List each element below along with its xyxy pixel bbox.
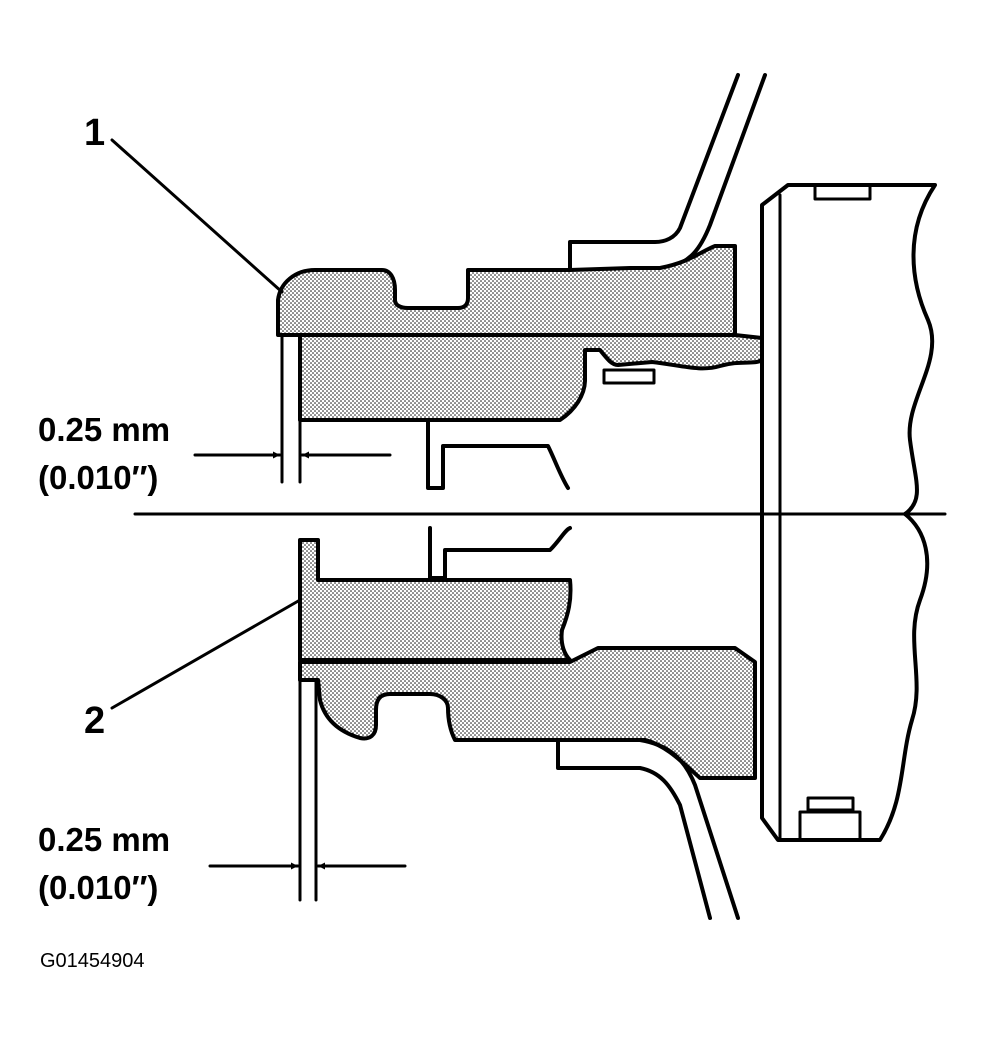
callout-2-leader [110,598,302,710]
upper-bracket-outer [568,73,740,270]
figure-id: G01454904 [40,950,145,972]
callout-2-label: 2 [84,700,106,742]
lower-dimension-imperial: (0.010″) [38,869,159,906]
upper-bracket-inner [666,73,767,270]
housing-block-upper [760,183,937,516]
upper-dimension-imperial: (0.010″) [38,459,159,496]
callout-1-leader [110,138,284,294]
lower-bracket-inner [563,738,740,920]
upper-dimension-metric: 0.25 mm [38,411,171,448]
lower-seal-body [298,646,757,780]
lower-clip [428,526,572,580]
upper-seal-part-1 [276,244,737,337]
housing-notch-upper [813,183,872,201]
housing-boss-lower [806,796,855,812]
upper-small-tab [602,368,656,385]
lower-seal-part-2 [298,538,573,662]
housing-block-lower [760,512,930,842]
callout-1-label: 1 [84,112,106,154]
upper-clip [426,418,570,490]
housing-boss-lower-base [798,810,862,842]
lower-bracket-outer [556,738,712,920]
upper-seal-body [298,333,764,422]
lower-dimension-metric: 0.25 mm [38,821,171,858]
